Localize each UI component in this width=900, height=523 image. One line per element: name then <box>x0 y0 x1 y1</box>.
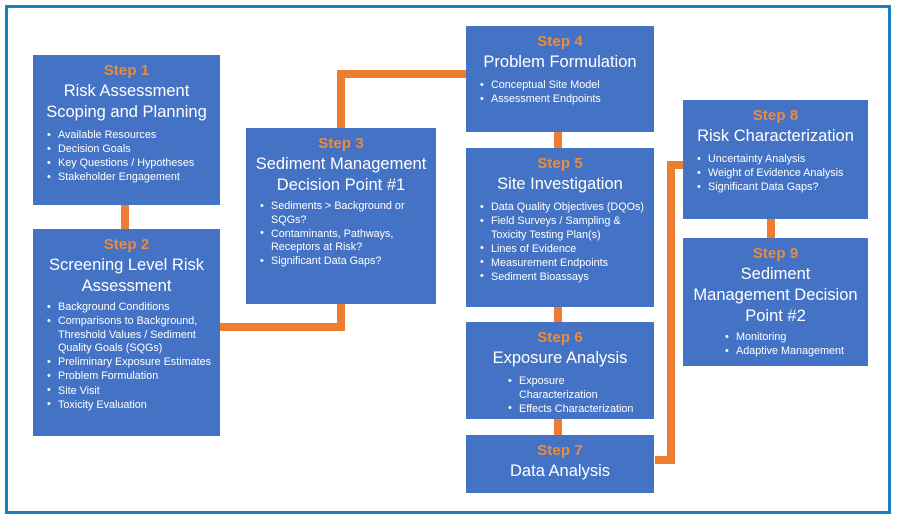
connector-step7-to-step8-horizontal-upper <box>667 161 688 169</box>
connector-step1-to-step2 <box>121 204 129 230</box>
node-step-9[interactable]: Step 9 Sediment Management Decision Poin… <box>683 238 868 366</box>
list-item: Weight of Evidence Analysis <box>697 167 860 181</box>
node-step-3[interactable]: Step 3 Sediment Management Decision Poin… <box>246 128 436 304</box>
step-8-bullet-list: Uncertainty Analysis Weight of Evidence … <box>691 153 860 195</box>
list-item: Effects Characterization <box>508 402 646 417</box>
step-9-label: Step 9 <box>752 245 799 262</box>
list-item: Key Questions / Hypotheses <box>47 157 212 171</box>
node-step-2[interactable]: Step 2 Screening Level Risk Assessment B… <box>33 229 220 436</box>
list-item: Lines of Evidence <box>480 242 646 257</box>
step-9-title: Sediment Management Decision Point #2 <box>693 265 858 325</box>
node-step-8[interactable]: Step 8 Risk Characterization Uncertainty… <box>683 100 868 219</box>
list-item: Significant Data Gaps? <box>697 181 860 195</box>
connector-step8-to-step9 <box>767 218 775 239</box>
step-1-bullet-list: Available Resources Decision Goals Key Q… <box>41 129 212 185</box>
step-2-bullet-list: Background Conditions Comparisons to Bac… <box>41 301 212 412</box>
step-3-label: Step 3 <box>318 135 364 152</box>
list-item: Stakeholder Engagement <box>47 171 212 185</box>
node-step-6[interactable]: Step 6 Exposure Analysis Exposure Charac… <box>466 322 654 419</box>
connector-step5-to-step6 <box>554 306 562 324</box>
list-item: Background Conditions <box>47 301 212 315</box>
step-8-title: Risk Characterization <box>697 127 854 145</box>
list-item: Assessment Endpoints <box>480 93 646 107</box>
connector-step3-to-step2-horizontal <box>220 323 345 331</box>
step-3-bullet-list: Sediments > Background or SQGs? Contamin… <box>254 199 428 269</box>
node-step-4[interactable]: Step 4 Problem Formulation Conceptual Si… <box>466 26 654 132</box>
step-5-title: Site Investigation <box>497 175 623 193</box>
step-6-label: Step 6 <box>537 329 583 346</box>
connector-step7-to-step8-horizontal-lower <box>655 456 675 464</box>
step-6-bullet-list: Exposure Characterization Effects Charac… <box>474 374 646 417</box>
step-7-label: Step 7 <box>537 442 583 459</box>
connector-step4-to-step5 <box>554 131 562 149</box>
connector-step6-to-step7 <box>554 418 562 436</box>
step-5-label: Step 5 <box>537 155 583 172</box>
list-item: Field Surveys / Sampling & Toxicity Test… <box>480 215 646 242</box>
list-item: Monitoring <box>725 331 860 345</box>
step-4-bullet-list: Conceptual Site Model Assessment Endpoin… <box>474 79 646 107</box>
connector-step3-up-segment <box>337 70 345 129</box>
list-item: Toxicity Evaluation <box>47 398 212 413</box>
list-item: Significant Data Gaps? <box>260 255 428 269</box>
step-2-title: Screening Level Risk Assessment <box>49 256 204 295</box>
list-item: Uncertainty Analysis <box>697 153 860 167</box>
list-item: Problem Formulation <box>47 370 212 384</box>
node-step-7[interactable]: Step 7 Data Analysis <box>466 435 654 493</box>
connector-step7-to-step8-vertical <box>667 161 675 464</box>
list-item: Site Visit <box>47 384 212 399</box>
list-item: Measurement Endpoints <box>480 256 646 271</box>
list-item: Exposure Characterization <box>508 374 646 402</box>
list-item: Sediments > Background or SQGs? <box>260 199 428 227</box>
list-item: Comparisons to Background, Threshold Val… <box>47 315 212 356</box>
step-4-label: Step 4 <box>537 33 583 50</box>
list-item: Preliminary Exposure Estimates <box>47 356 212 370</box>
list-item: Sediment Bioassays <box>480 270 646 285</box>
list-item: Available Resources <box>47 129 212 143</box>
step-9-bullet-list: Monitoring Adaptive Management <box>691 331 860 359</box>
list-item: Contaminants, Pathways, Receptors at Ris… <box>260 227 428 255</box>
step-8-label: Step 8 <box>752 107 799 124</box>
step-4-title: Problem Formulation <box>483 53 637 71</box>
list-item: Data Quality Objectives (DQOs) <box>480 201 646 215</box>
connector-step3-to-step4-horizontal <box>337 70 467 78</box>
step-7-title: Data Analysis <box>510 462 610 480</box>
step-5-bullet-list: Data Quality Objectives (DQOs) Field Sur… <box>474 201 646 285</box>
node-step-5[interactable]: Step 5 Site Investigation Data Quality O… <box>466 148 654 307</box>
list-item: Decision Goals <box>47 143 212 157</box>
step-2-label: Step 2 <box>103 236 150 253</box>
step-1-label: Step 1 <box>103 62 150 79</box>
node-step-1[interactable]: Step 1 Risk Assessment Scoping and Plann… <box>33 55 220 205</box>
step-6-title: Exposure Analysis <box>492 349 628 367</box>
connector-step3-down-segment <box>337 302 345 331</box>
list-item: Conceptual Site Model <box>480 79 646 93</box>
list-item: Adaptive Management <box>725 345 860 359</box>
step-1-title: Risk Assessment Scoping and Planning <box>46 82 207 121</box>
step-3-title: Sediment Management Decision Point #1 <box>255 155 427 194</box>
